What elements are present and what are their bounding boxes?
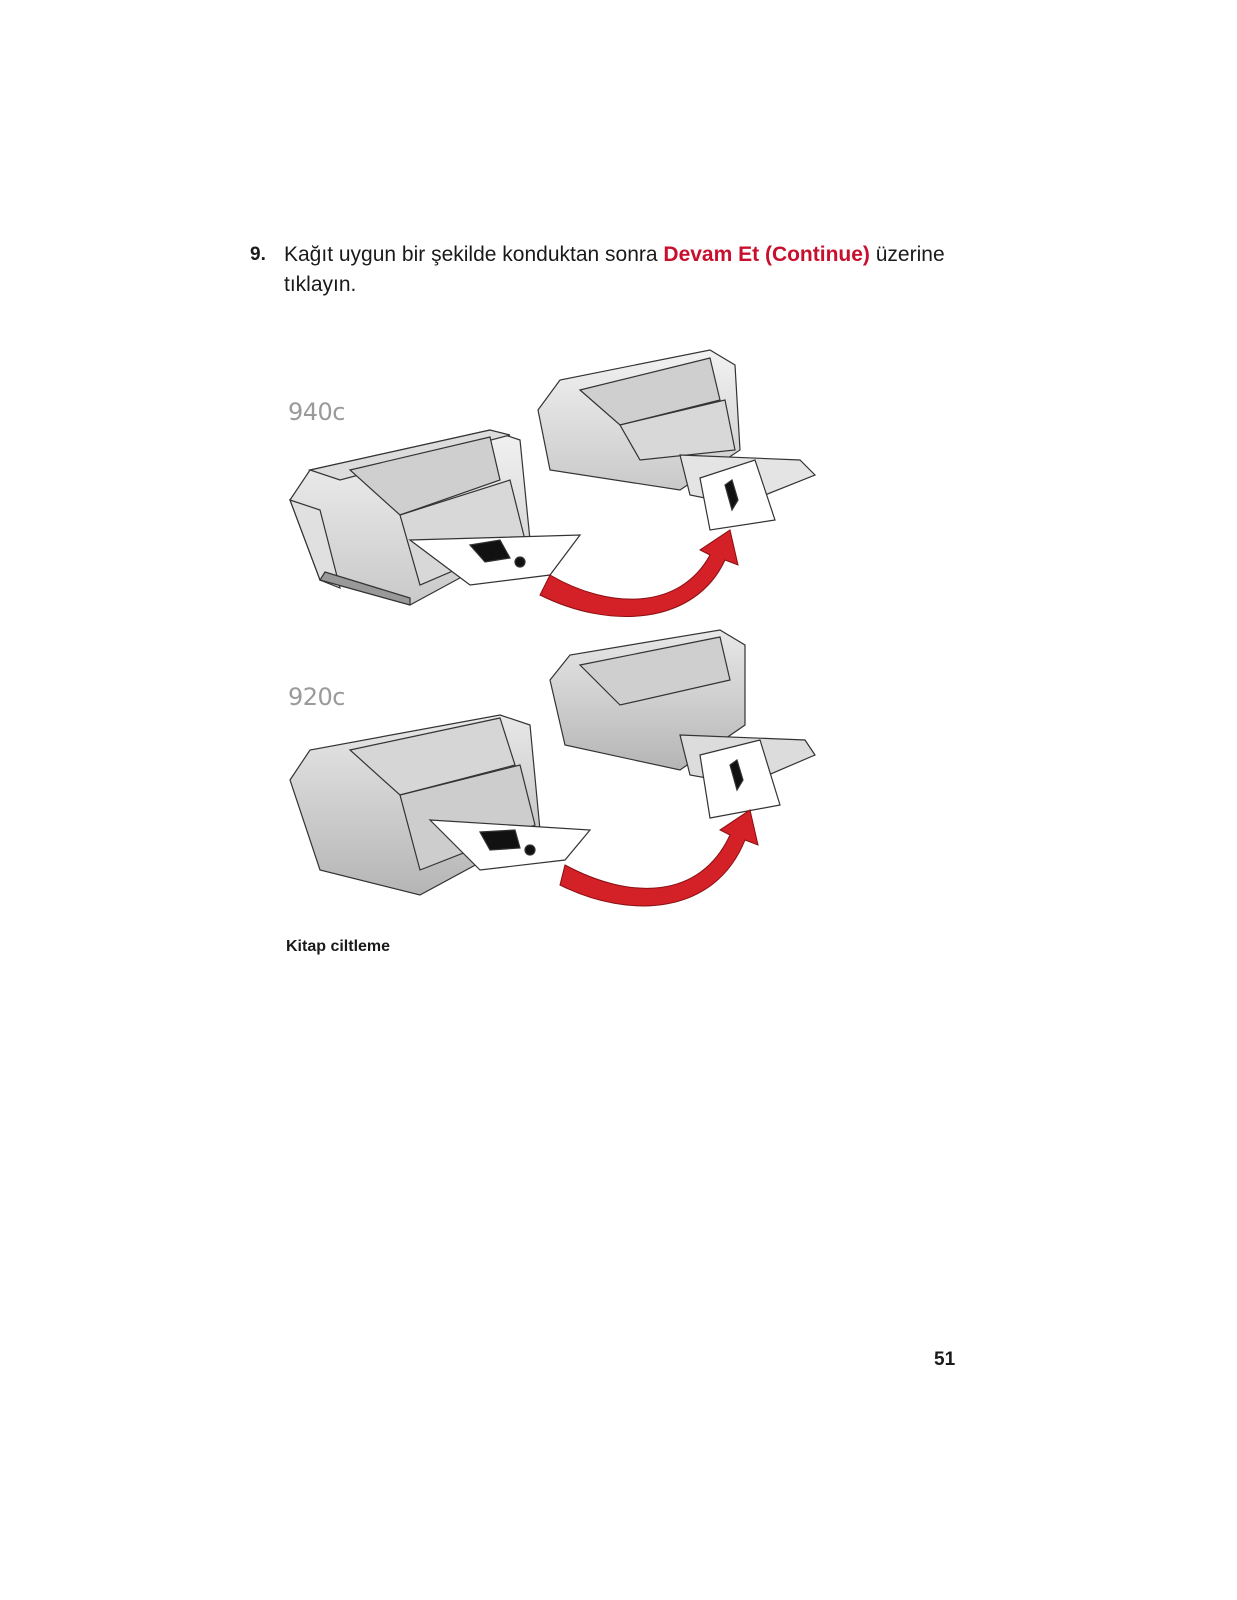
- printer-940c-front-icon: [288, 429, 582, 606]
- printer-920c-back-icon: [549, 629, 816, 819]
- printer-920c-front-icon: [289, 714, 592, 896]
- step-9: 9. Kağıt uygun bir şekilde konduktan son…: [250, 240, 990, 300]
- step-text-after: üzerine tıklayın.: [284, 243, 945, 296]
- red-arrow-icon-2: [559, 809, 759, 907]
- book-binding-illustration: 940c 920c: [280, 340, 840, 920]
- step-number: 9.: [250, 244, 266, 265]
- figure-caption: Kitap ciltleme: [286, 938, 391, 955]
- page-number: 51: [934, 1349, 956, 1370]
- red-arrow-icon: [539, 529, 739, 617]
- continue-button-reference: Devam Et (Continue): [663, 243, 870, 266]
- printer-940c-back-icon: [537, 349, 817, 531]
- printer-illustration-svg: [288, 349, 817, 907]
- step-text-before: Kağıt uygun bir şekilde konduktan sonra: [284, 243, 664, 266]
- step-text: Kağıt uygun bir şekilde konduktan sonra …: [284, 240, 990, 300]
- model-label-940c: 940c: [288, 398, 346, 426]
- model-label-920c: 920c: [288, 683, 346, 711]
